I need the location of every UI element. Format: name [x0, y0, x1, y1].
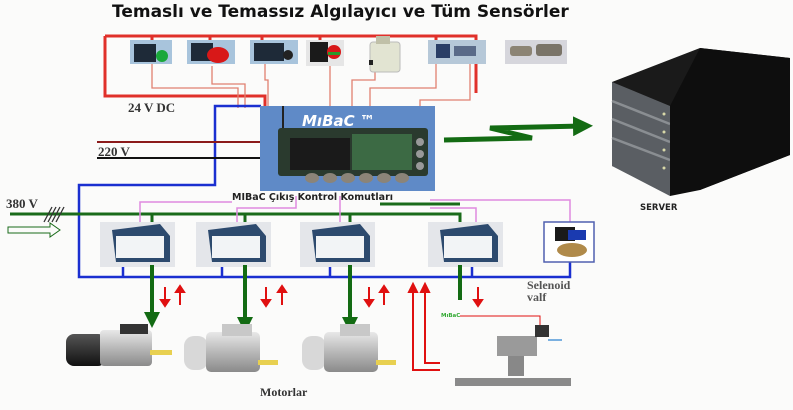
- contactor-3[interactable]: [300, 222, 375, 267]
- solenoid-label-line2: valf: [527, 290, 547, 304]
- server-icon: [611, 48, 790, 196]
- controller-name: MıBaC ™: [302, 112, 375, 130]
- signal-arrows: [159, 284, 484, 308]
- sensor-inductive: [505, 40, 567, 64]
- ac220-lines: [97, 141, 260, 159]
- mini-diagram-label: MıBaC: [441, 313, 461, 319]
- actuator-valve-diagram: [455, 325, 571, 386]
- sensor-red-mushroom-button: [187, 40, 235, 64]
- contactor-4[interactable]: [428, 222, 503, 267]
- diagram-title: Temaslı ve Temassız Algılayıcı ve Tüm Se…: [112, 2, 569, 22]
- sensor-selector-switch: [250, 40, 298, 64]
- contactor-1[interactable]: [100, 222, 175, 267]
- communication-arrow-icon: [443, 116, 593, 143]
- motors-label: Motorlar: [260, 385, 308, 399]
- feedback-lines: [407, 281, 541, 371]
- sensor-limit-switch: [369, 36, 401, 73]
- motor-feeders: [144, 265, 462, 333]
- sensor-green-pushbutton: [130, 40, 172, 64]
- motor-1[interactable]: [66, 324, 172, 366]
- control-wires: [139, 196, 571, 225]
- sensor-signal-wires: [151, 58, 471, 108]
- contactor-2[interactable]: [196, 222, 271, 267]
- motor-3[interactable]: [302, 324, 396, 372]
- sensor-proximity: [428, 40, 486, 64]
- input-arrow-icon: [7, 222, 61, 238]
- mibac-controller[interactable]: [260, 106, 435, 191]
- sensor-red-green-double-button: [306, 40, 344, 66]
- motor-2[interactable]: [184, 324, 278, 372]
- server-label: SERVER: [640, 203, 678, 213]
- label-220v: 220 V: [98, 144, 130, 159]
- label-380v: 380 V: [6, 196, 38, 211]
- controller-caption: MIBaC Çıkış Kontrol Komutları: [232, 192, 394, 203]
- solenoid-valve[interactable]: [543, 221, 595, 263]
- label-24v-dc: 24 V DC: [128, 100, 176, 115]
- phase-bus: [10, 202, 462, 225]
- three-phase-marks: [43, 206, 65, 223]
- solenoid-label-line1: Selenoid: [527, 278, 571, 292]
- solenoid-label: Selenoid valf: [527, 279, 570, 303]
